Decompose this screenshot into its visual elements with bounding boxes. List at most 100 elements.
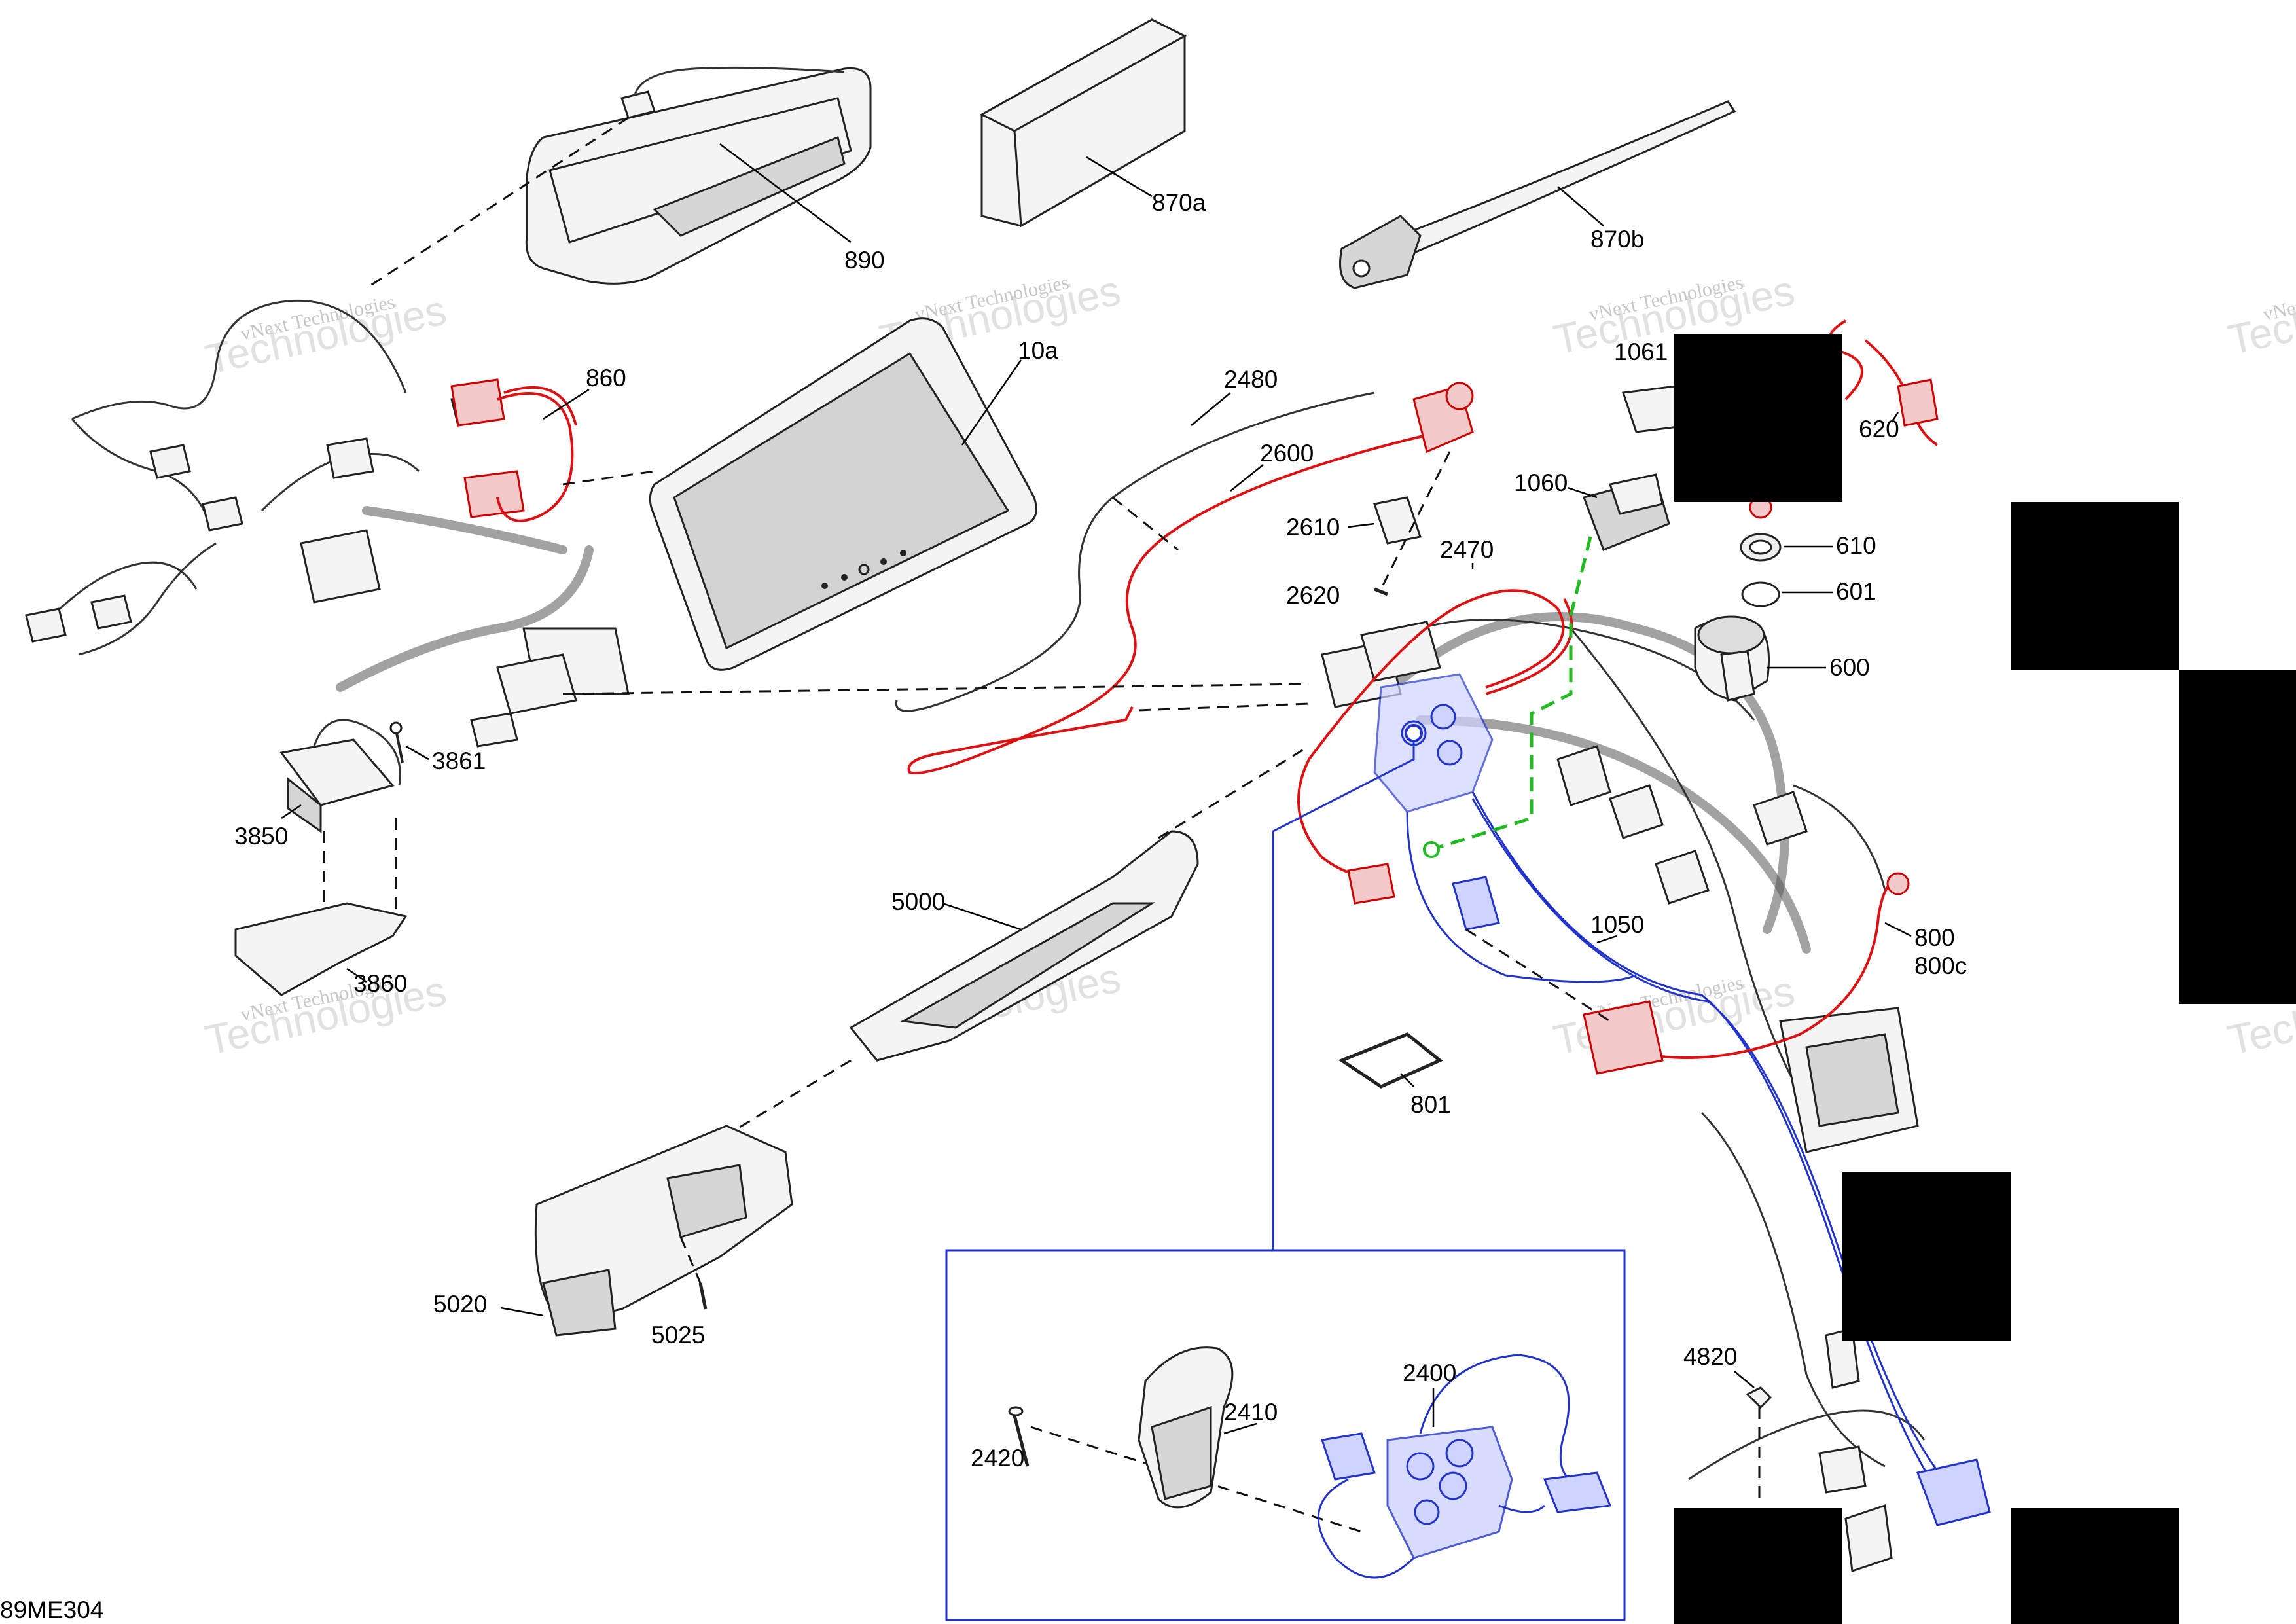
label-1061: 1061 [1614,338,1668,365]
label-2610: 2610 [1286,514,1340,541]
leader-3850 [281,804,302,820]
redaction-box [1674,334,1842,502]
part-2620-screw [1374,587,1388,596]
detail-callout-line [1272,740,1415,1250]
leader-2610 [1348,522,1375,528]
part-5025-screw [698,1282,708,1310]
connection-line [679,1236,702,1284]
redaction-box [2179,670,2296,1004]
label-870b: 870b [1590,226,1644,253]
label-2420: 2420 [971,1445,1024,1471]
diagram-code: 89ME304 [0,1597,103,1623]
leader-620 [1890,412,1899,423]
part-801-gasket [1338,1032,1443,1089]
connection-line [1465,928,1611,1022]
connection-line [1158,745,1310,839]
leader-1060 [1567,486,1598,499]
leader-801 [1400,1073,1414,1087]
part-5000-tray [849,830,1199,1062]
watermark-big: Technologies [202,967,450,1064]
redaction-box [1674,1508,1842,1624]
label-860: 860 [586,365,626,391]
callout-origin-dot [1405,724,1423,742]
part-800-cable [1583,872,1910,1075]
part-860-connector [450,378,577,522]
leader-860 [543,388,590,420]
label-5000: 5000 [891,888,945,915]
redaction-group [1674,334,2296,1624]
label-800c: 800c [1914,952,1967,979]
part-10a-display [649,317,1037,671]
part-4820-nut [1746,1386,1772,1409]
watermark-big: Technologies [2224,266,2296,363]
redaction-box [2011,1508,2179,1624]
leader-5020 [500,1307,544,1317]
leader-2480 [1191,392,1231,426]
label-620: 620 [1859,416,1899,442]
leader-3861 [405,745,429,761]
part-3861-screw [389,721,404,763]
part-2400-switch-detail [1317,1354,1612,1579]
connection-line [562,683,1310,695]
label-3861: 3861 [432,748,486,774]
label-5025: 5025 [651,1322,705,1348]
connection-line [562,470,655,486]
part-5020-housing [534,1125,793,1337]
part-870b-cable-tie [1339,100,1736,289]
leader-870b [1557,186,1604,226]
label-5020: 5020 [433,1291,487,1318]
label-870a: 870a [1152,189,1206,216]
connection-line [1138,702,1310,712]
part-2480-hose [895,391,1375,712]
part-3860-bracket [234,902,408,996]
connection-line [719,1059,852,1140]
label-3850: 3850 [234,823,288,850]
label-2410: 2410 [1224,1399,1278,1426]
green-route-dot [1423,841,1440,858]
label-610: 610 [1836,532,1876,559]
connection-line [1112,496,1179,551]
detail-box [945,1249,1626,1621]
label-2480: 2480 [1224,366,1278,393]
label-890: 890 [844,247,885,274]
label-4820: 4820 [1683,1343,1737,1370]
watermark-big: Technologies [202,286,450,383]
leader-2600 [1230,464,1264,492]
part-1060-switch [1583,473,1670,551]
label-2600: 2600 [1260,440,1314,467]
leader-5000 [942,902,1022,931]
label-1050: 1050 [1590,911,1644,938]
part-2610-clip [1373,496,1422,545]
leader-800 [1884,922,1912,937]
leader-870a [1086,156,1153,198]
label-801: 801 [1410,1091,1451,1118]
part-3850-module [279,719,401,833]
leader-10a [961,359,1022,446]
connection-line [366,117,629,289]
label-2470: 2470 [1440,536,1494,563]
leader-4820 [1734,1371,1755,1388]
part-2420-screw [1008,1406,1030,1467]
connection-line [1380,451,1451,590]
label-10a: 10a [1018,337,1058,364]
leader-890 [719,143,852,243]
part-601-oring [1741,581,1780,607]
leader-3860 [346,967,367,983]
label-1060: 1060 [1514,469,1568,496]
redaction-box [2011,502,2179,670]
left-wiring-harness [25,299,630,748]
leader-2410 [1223,1422,1257,1435]
part-2600-cable [907,382,1474,775]
label-2400: 2400 [1403,1360,1456,1386]
part-610-nut [1740,533,1782,562]
part-2410-cover [1138,1346,1234,1509]
label-2620: 2620 [1286,582,1340,609]
redaction-box [1842,1172,2011,1341]
right-wiring-harness [1321,612,1926,1573]
part-600-switch [1694,615,1770,702]
part-890-module [525,66,872,285]
part-870a-pad [979,18,1187,228]
label-600: 600 [1829,654,1870,681]
label-3860: 3860 [353,970,407,997]
